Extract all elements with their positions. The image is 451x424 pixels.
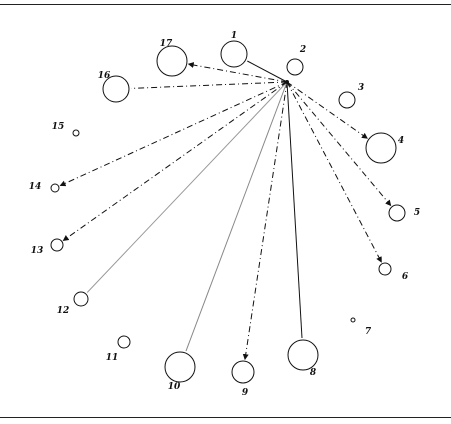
edge-to-node-12: [86, 81, 288, 293]
node-12: [73, 291, 89, 307]
node-15: [72, 129, 80, 137]
bottom-rule: [0, 417, 451, 418]
node-9: [231, 360, 255, 384]
hub-node: [285, 80, 289, 84]
edge-layer: [59, 60, 392, 361]
node-7: [350, 317, 356, 323]
node-label-1: 1: [231, 31, 237, 41]
edge-to-node-16: [130, 81, 288, 89]
edge-to-node-9: [242, 81, 288, 361]
node-label-4: 4: [398, 136, 404, 146]
node-10: [164, 351, 196, 383]
edge-to-node-17: [187, 62, 288, 83]
node-label-6: 6: [402, 272, 409, 282]
node-1: [220, 40, 248, 68]
edge-to-node-8: [286, 81, 303, 339]
edge-to-node-14: [59, 81, 288, 187]
node-label-7: 7: [365, 327, 372, 337]
node-4: [365, 132, 397, 164]
node-label-17: 17: [160, 39, 173, 49]
node-label-9: 9: [242, 388, 249, 398]
node-label-5: 5: [414, 208, 420, 218]
node-label-10: 10: [168, 382, 181, 392]
node-label-2: 2: [299, 45, 306, 55]
edge-to-node-1: [247, 60, 288, 83]
edge-to-node-13: [62, 81, 288, 241]
node-17: [156, 45, 188, 77]
node-label-3: 3: [358, 83, 364, 93]
node-label-12: 12: [57, 306, 70, 316]
edge-to-node-10: [185, 81, 288, 352]
node-label-14: 14: [29, 182, 42, 192]
node-3: [338, 91, 356, 109]
node-label-8: 8: [310, 368, 317, 378]
edge-to-node-4: [286, 81, 368, 139]
top-rule: [0, 4, 451, 5]
node-5: [388, 204, 406, 222]
node-label-13: 13: [31, 246, 44, 256]
node-14: [50, 183, 60, 193]
edge-to-node-6: [286, 81, 382, 263]
node-13: [50, 238, 64, 252]
node-11: [117, 335, 131, 349]
node-16: [102, 75, 130, 103]
node-layer: [50, 40, 406, 384]
node-6: [378, 262, 392, 276]
node-2: [286, 58, 304, 76]
edge-to-node-5: [286, 81, 392, 207]
node-8: [287, 339, 319, 371]
node-label-11: 11: [106, 353, 119, 363]
node-label-16: 16: [98, 71, 111, 81]
node-label-15: 15: [52, 122, 65, 132]
